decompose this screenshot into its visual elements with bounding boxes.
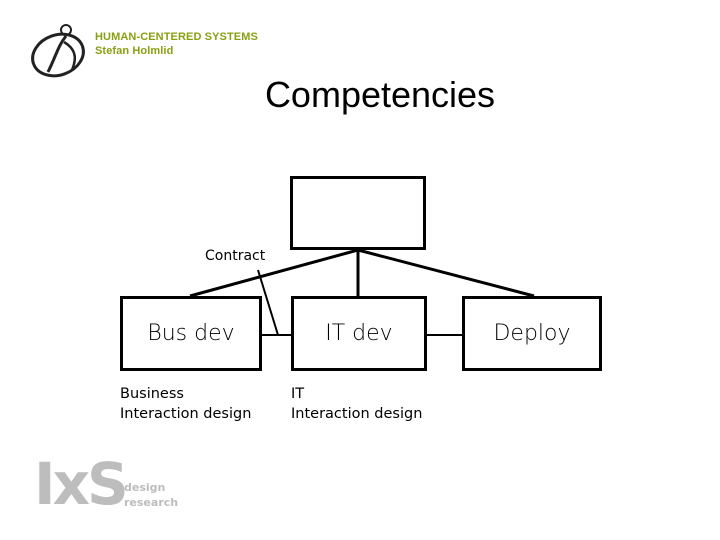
bus-dev-note-2: Interaction design xyxy=(120,406,252,422)
box-it-dev: IT dev xyxy=(291,296,427,371)
top-box xyxy=(290,176,426,250)
slide-title: Competencies xyxy=(264,74,496,115)
bus-dev-note-1: Business xyxy=(120,386,184,402)
it-dev-notes: IT Interaction design xyxy=(291,384,422,424)
box-bus-dev-label: Bus dev xyxy=(147,321,235,346)
box-bus-dev: Bus dev xyxy=(120,296,262,371)
connector-top-to-busdev xyxy=(189,248,359,298)
box-it-dev-label: IT dev xyxy=(325,321,393,346)
connector-top-to-deploy xyxy=(357,248,535,298)
it-dev-note-1: IT xyxy=(291,386,305,402)
ixs-logo-line2: research xyxy=(124,496,179,509)
header-org: HUMAN-CENTERED SYSTEMS xyxy=(95,31,258,43)
bus-dev-notes: Business Interaction design xyxy=(120,384,251,424)
ixs-logo-line1: design xyxy=(124,481,166,494)
box-deploy-label: Deploy xyxy=(493,321,571,346)
contract-label: Contract xyxy=(205,248,266,264)
header-author: Stefan Holmlid xyxy=(95,45,174,57)
hcs-logo xyxy=(31,24,85,78)
contract-pointer xyxy=(257,269,279,336)
box-deploy: Deploy xyxy=(462,296,602,371)
ixs-logo-mark: IxS xyxy=(34,450,129,518)
ixs-logo-text: design research xyxy=(124,480,178,510)
it-dev-note-2: Interaction design xyxy=(291,406,423,422)
